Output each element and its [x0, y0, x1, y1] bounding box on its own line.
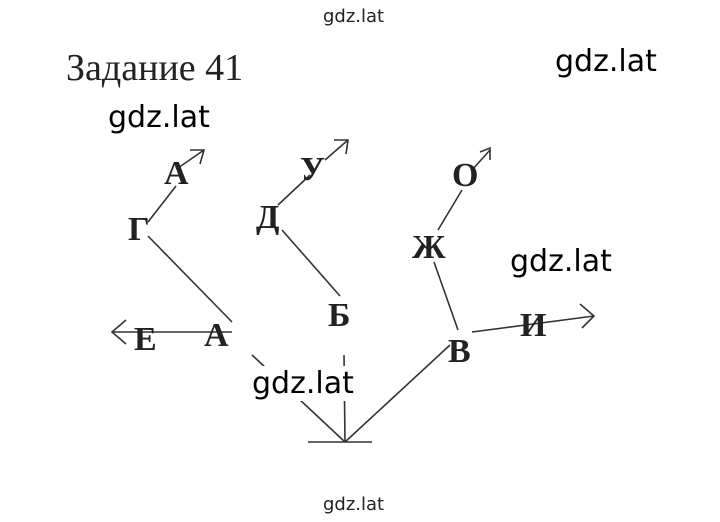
edge-b-d	[281, 229, 341, 297]
watermark-middle-right: gdz.lat	[510, 244, 612, 279]
edge-root-v	[344, 344, 451, 443]
node-v: В	[448, 333, 471, 370]
node-o: О	[452, 157, 478, 194]
edge-g-atop	[147, 185, 177, 223]
edge-a-g	[147, 235, 233, 323]
node-i: И	[520, 307, 546, 344]
arrowhead-u	[334, 139, 349, 155]
arrowhead-a-top	[190, 149, 206, 165]
node-b: Б	[328, 297, 350, 334]
node-d: Д	[256, 199, 279, 236]
watermark-left: gdz.lat	[108, 100, 210, 135]
arrowhead-e-left	[110, 319, 127, 345]
watermark-top: gdz.lat	[323, 6, 385, 27]
edge-d-u	[277, 174, 311, 206]
node-a-top: А	[164, 155, 189, 192]
edge-v-zh	[433, 261, 459, 331]
node-a-bottom: А	[204, 317, 229, 354]
watermark-right: gdz.lat	[555, 44, 657, 79]
watermark-center: gdz.lat	[252, 366, 358, 401]
edge-v-i	[471, 315, 595, 333]
node-u: У	[300, 151, 325, 188]
edge-zh-o	[437, 189, 463, 231]
node-e: Е	[134, 321, 157, 358]
node-g: Г	[128, 211, 150, 248]
edge-u-arrow	[324, 139, 349, 161]
watermark-bottom: gdz.lat	[323, 494, 385, 515]
edge-atop-arrow	[177, 149, 205, 169]
task-title: Задание 41	[66, 47, 244, 89]
arrowhead-i-right	[579, 303, 596, 329]
node-zh: Ж	[412, 229, 446, 266]
edge-o-arrow	[471, 149, 491, 171]
arrowhead-o	[479, 146, 491, 160]
